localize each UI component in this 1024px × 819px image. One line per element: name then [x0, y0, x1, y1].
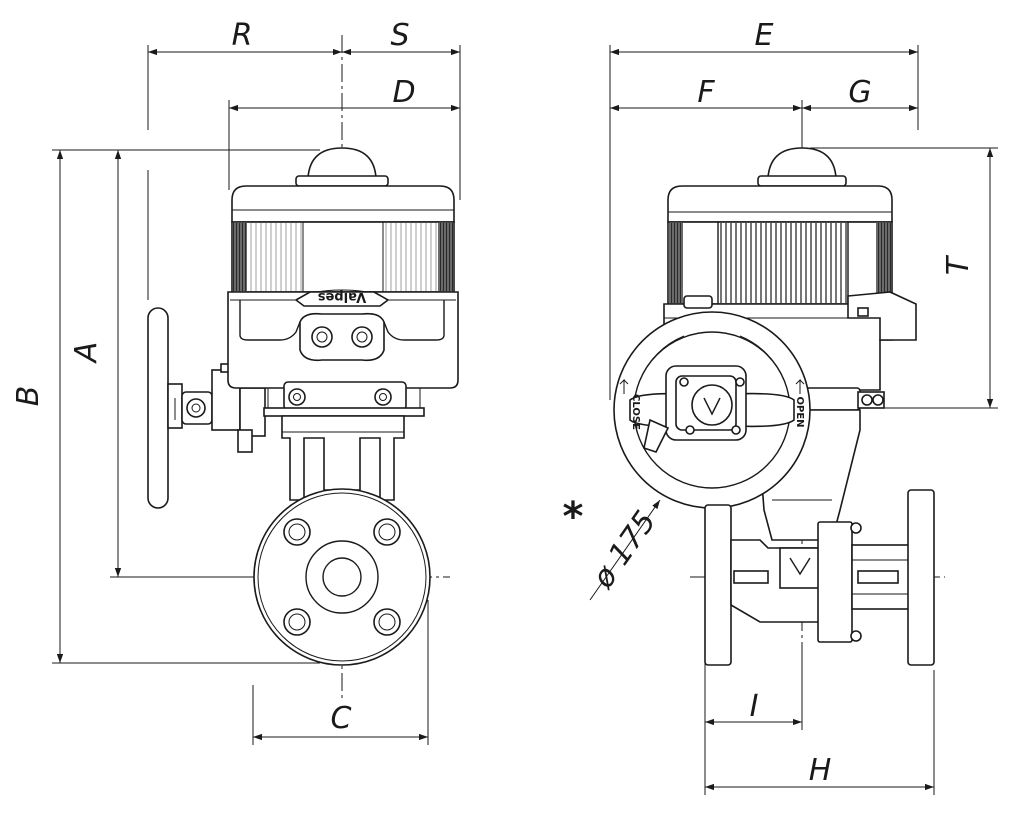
dimension-lines-left [56, 48, 460, 741]
dim-label-C: C [331, 701, 352, 736]
actuator-housing-left: Valpes [227, 147, 459, 417]
handwheel-open-label: OPEN [794, 396, 805, 427]
dim-label-D: D [392, 75, 415, 110]
valve-body-side [704, 489, 935, 666]
dim-label-T: T [941, 254, 976, 275]
dimension-lines-right [610, 48, 994, 791]
actuator-logo-text: Valpes [318, 289, 367, 304]
handwheel-close-label: CLOSE [630, 394, 641, 430]
dim-label-I: I [750, 689, 759, 724]
dim-label-S: S [390, 18, 409, 53]
left-view: Valpes [11, 18, 461, 745]
dim-label-E: E [755, 18, 774, 53]
note-asterisk-marker: * [563, 494, 584, 540]
dim-label-G: G [848, 75, 871, 110]
handwheel-front: CLOSE OPEN [613, 311, 811, 509]
handwheel-diameter-label: ø 175 [585, 505, 663, 596]
dim-label-H: H [809, 753, 832, 788]
bolt-holes [283, 518, 401, 636]
dim-label-A: A [69, 342, 104, 365]
right-view: CLOSE OPEN ø 175 * E [563, 18, 998, 795]
extension-lines-left [52, 45, 461, 745]
bracket-left [281, 415, 405, 501]
diameter-leader: ø 175 * [563, 494, 663, 601]
open-direction-arrow-icon [795, 378, 805, 394]
close-direction-arrow-icon [619, 378, 629, 394]
dim-label-F: F [697, 75, 715, 110]
valve-flange-front [253, 488, 431, 666]
dim-label-R: R [232, 18, 253, 53]
dim-label-B: B [11, 386, 46, 407]
